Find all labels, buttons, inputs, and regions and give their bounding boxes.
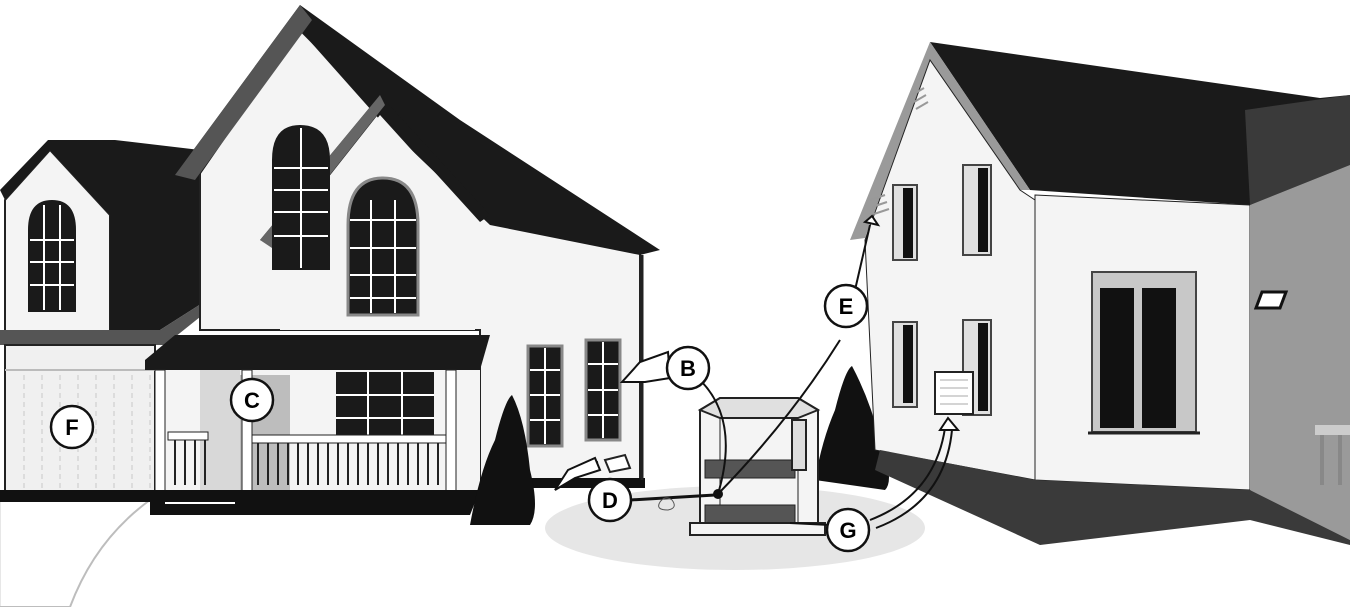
callout-f-label: F	[65, 415, 78, 440]
callout-e-label: E	[839, 294, 854, 319]
callout-g-label: G	[839, 518, 856, 543]
house-neighbor	[850, 42, 1350, 545]
callout-f: F	[51, 406, 93, 448]
callout-c-label: C	[244, 388, 260, 413]
callout-c: C	[231, 379, 273, 421]
callout-b-label: B	[680, 356, 696, 381]
callout-d-label: D	[602, 488, 618, 513]
callout-d: D	[589, 479, 631, 521]
house-main	[0, 5, 660, 515]
callout-b: B	[667, 347, 709, 389]
callout-g: G	[827, 509, 869, 551]
callout-e: E	[825, 285, 867, 327]
